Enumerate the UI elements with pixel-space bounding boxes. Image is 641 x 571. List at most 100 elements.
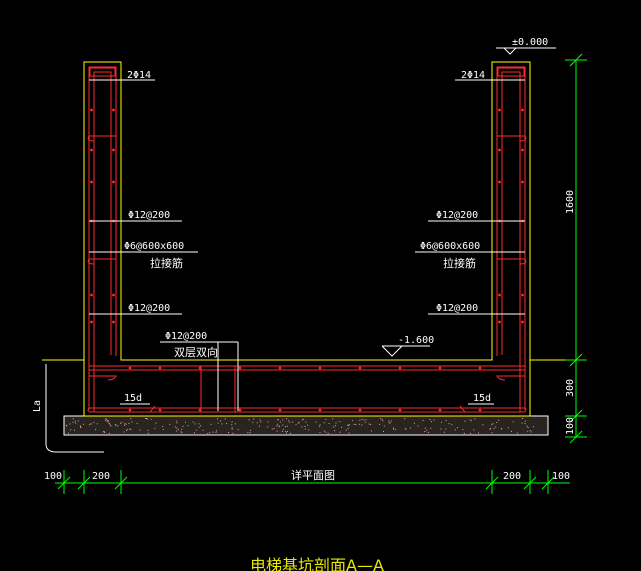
rebar-dot [112, 148, 115, 152]
tie-spec-left-label: Φ6@600x600 [124, 241, 184, 252]
concrete-speckle [192, 421, 194, 423]
concrete-speckle [527, 427, 529, 429]
dim-right-300: 300 [565, 379, 576, 397]
concrete-speckle [526, 425, 528, 427]
rebar-dots [90, 108, 524, 412]
concrete-speckle [430, 427, 432, 429]
rebar-dot [158, 408, 162, 412]
concrete-speckle [332, 418, 334, 420]
concrete-speckle [301, 426, 303, 428]
rebar-dot [521, 180, 524, 184]
top-bar-left-label: 2Φ14 [127, 70, 151, 81]
concrete-speckle [181, 428, 183, 430]
rebar-dot [521, 148, 524, 152]
concrete-speckle [282, 424, 284, 426]
concrete-speckle [431, 421, 432, 423]
concrete-speckle [301, 419, 303, 421]
concrete-speckle [155, 422, 157, 424]
concrete-speckle [126, 429, 127, 431]
concrete-speckle [347, 427, 349, 429]
rebar-dot [90, 180, 93, 184]
concrete-speckle [147, 432, 149, 434]
concrete-speckle [70, 429, 72, 431]
rebar-dot [128, 408, 132, 412]
concrete-speckle [200, 425, 202, 427]
concrete-speckle [72, 418, 74, 420]
concrete-speckle [210, 423, 212, 425]
concrete-speckle [67, 432, 69, 434]
concrete-speckle [287, 431, 288, 432]
concrete-speckle [120, 422, 122, 424]
slab-bar-note-label: 双层双向 [174, 345, 218, 359]
concrete-speckle [209, 432, 211, 434]
rebar-dot [521, 320, 524, 324]
concrete-speckle [491, 432, 493, 434]
concrete-speckle [278, 426, 280, 428]
concrete-speckle [282, 419, 284, 421]
concrete-speckle [273, 428, 275, 430]
dim-bottom-right-200: 200 [503, 471, 521, 482]
concrete-speckle [187, 425, 189, 427]
concrete-speckle [123, 431, 125, 433]
concrete-speckle [389, 422, 391, 424]
concrete-speckle [496, 422, 498, 423]
concrete-speckle [267, 426, 269, 428]
concrete-speckle [95, 429, 97, 431]
concrete-speckle [108, 422, 110, 424]
drawing-title: 电梯基坑剖面A—A [250, 556, 384, 571]
concrete-speckle [271, 428, 273, 430]
concrete-speckle [176, 422, 178, 424]
concrete-speckle [226, 423, 228, 424]
concrete-speckle [215, 431, 217, 433]
concrete-speckle [80, 426, 82, 428]
concrete-speckle [259, 425, 260, 427]
concrete-speckle [327, 432, 329, 434]
pit-width-note-label: 详平面图 [291, 468, 335, 482]
concrete-speckle [231, 421, 233, 423]
rebar-dot [278, 366, 282, 370]
concrete-speckle [124, 424, 125, 426]
rebar-dot [358, 408, 362, 412]
leader-lines [45, 47, 556, 453]
concrete-speckle [464, 420, 466, 422]
concrete-speckle [277, 419, 279, 421]
elevation-bottom-label: -1.600 [398, 335, 434, 346]
concrete-speckle [410, 427, 412, 429]
concrete-speckle [303, 418, 305, 420]
concrete-speckle [351, 420, 353, 422]
concrete-speckle [216, 430, 217, 432]
concrete-speckle [361, 424, 363, 426]
concrete-speckle [250, 429, 252, 431]
wall-bar-upper-left-label: Φ12@200 [128, 210, 170, 221]
concrete-speckle [176, 427, 178, 429]
concrete-speckle [162, 425, 164, 427]
concrete-speckle [282, 431, 283, 432]
rebar-dot [112, 293, 115, 297]
concrete-speckle [136, 422, 138, 424]
concrete-speckle [413, 422, 415, 424]
concrete-speckle [390, 420, 392, 422]
concrete-speckle [440, 428, 442, 430]
rebar-dot [90, 108, 93, 112]
concrete-speckle [325, 431, 327, 433]
concrete-speckle [355, 424, 357, 425]
concrete-speckle [207, 433, 209, 434]
concrete-speckle [334, 430, 336, 432]
concrete-speckle [445, 420, 447, 421]
concrete-speckle [124, 422, 126, 424]
concrete-speckle [278, 425, 280, 427]
concrete-speckle [448, 423, 450, 425]
concrete-speckle [404, 428, 406, 430]
concrete-speckle [298, 421, 300, 423]
concrete-speckle [524, 420, 526, 422]
concrete-speckle [328, 423, 330, 424]
concrete-speckle [500, 428, 502, 430]
concrete-speckle [359, 419, 361, 421]
rebar-dot [112, 108, 115, 112]
rebar-dot [478, 408, 482, 412]
concrete-speckle [231, 428, 233, 430]
concrete-speckle [248, 419, 250, 421]
dim-bottom-right-100: 100 [552, 471, 570, 482]
concrete-speckle [202, 429, 204, 431]
concrete-speckle [127, 428, 129, 430]
